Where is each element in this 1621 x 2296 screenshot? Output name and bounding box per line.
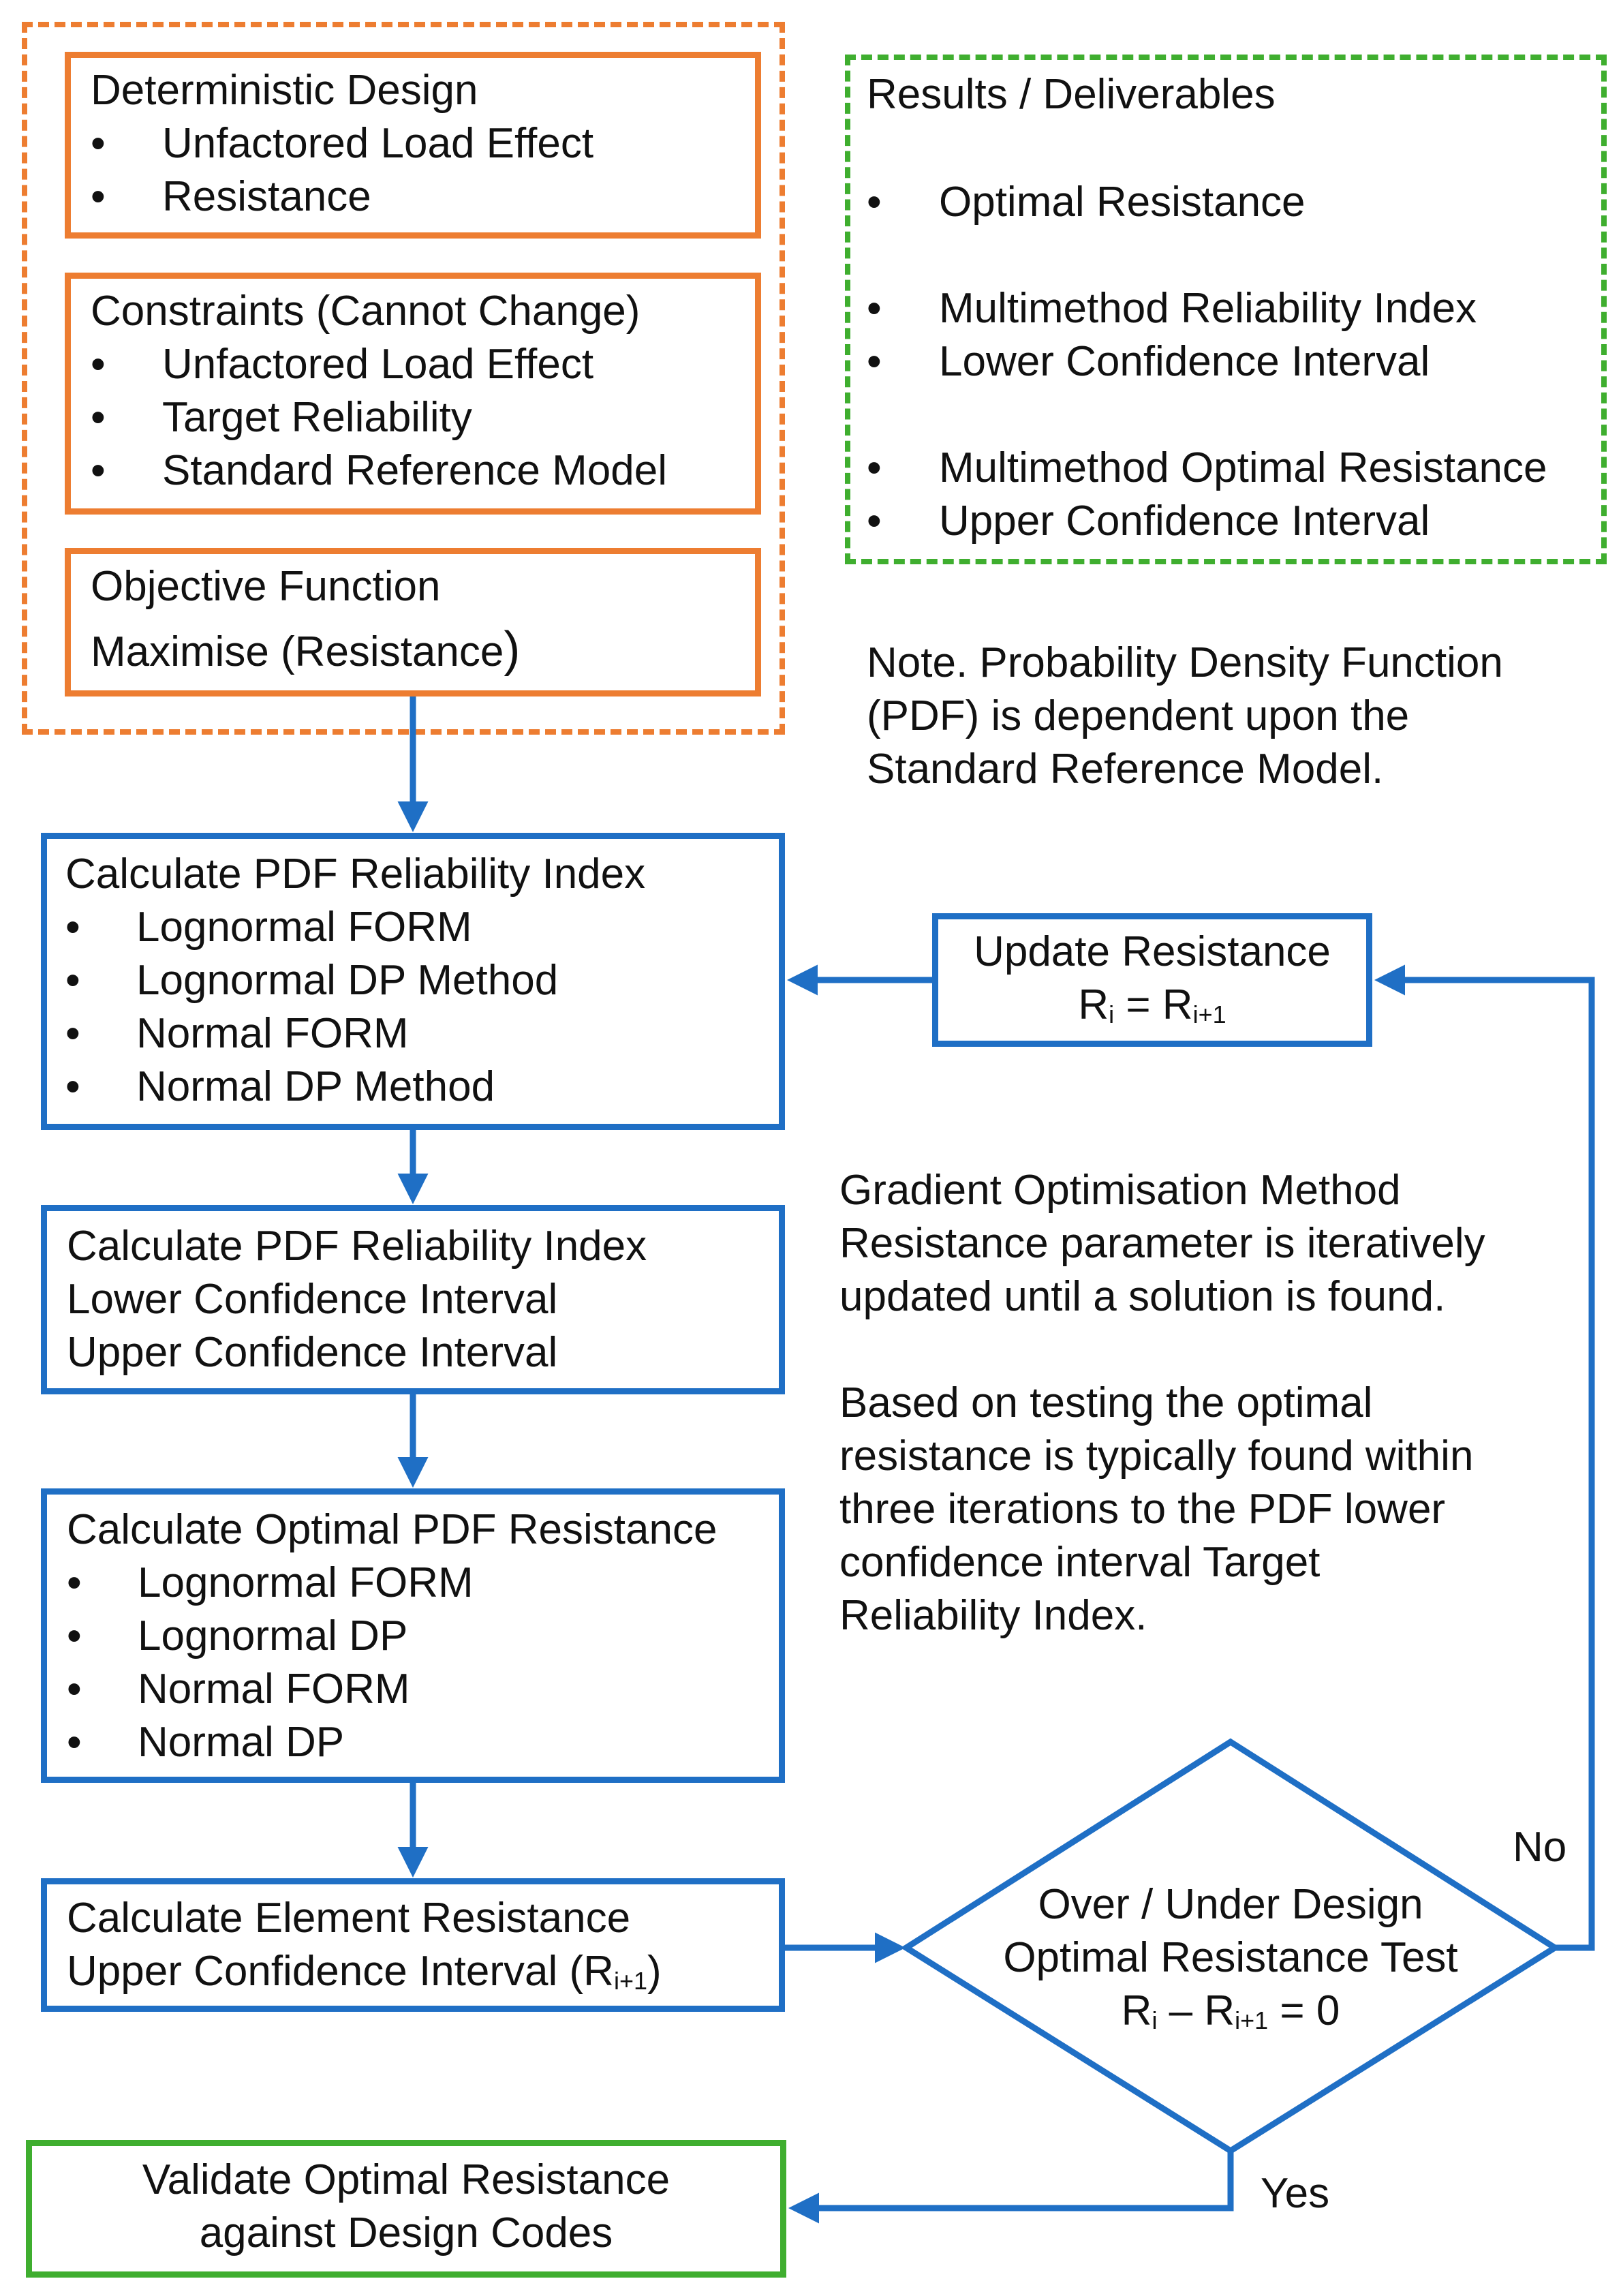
calc-reliability-item: Normal DP Method [136, 1063, 495, 1110]
calc-reliability-box [41, 833, 785, 1130]
calc-confidence-line: Calculate PDF Reliability Index [67, 1223, 647, 1270]
results-item: Lower Confidence Interval [939, 338, 1430, 385]
gradient-line: updated until a solution is found. [839, 1273, 1446, 1320]
calc-optimal-item: Lognormal FORM [138, 1559, 474, 1606]
deterministic-item: Resistance [162, 173, 371, 220]
results-item: Multimethod Reliability Index [939, 285, 1477, 332]
constraints-box [65, 273, 761, 515]
decision-line1: Over / Under Design [1038, 1881, 1423, 1928]
calc-confidence-line: Lower Confidence Interval [67, 1276, 558, 1323]
bullet-icon: • [91, 447, 106, 494]
bullet-icon: • [91, 394, 106, 441]
calc-element-line1: Calculate Element Resistance [67, 1895, 631, 1942]
objective-function-expression: Maximise (Resistance) [91, 622, 521, 677]
gradient-line: resistance is typically found within [839, 1433, 1474, 1480]
bullet-icon: • [67, 1612, 82, 1659]
gradient-line: three iterations to the PDF lower [839, 1486, 1446, 1533]
gradient-line: Gradient Optimisation Method [839, 1167, 1401, 1214]
gradient-line: Reliability Index. [839, 1592, 1147, 1639]
bullet-icon: • [91, 120, 106, 167]
deterministic-design-title: Deterministic Design [91, 67, 478, 114]
bullet-icon: • [867, 338, 882, 385]
validate-box [26, 2140, 786, 2278]
constraints-item: Unfactored Load Effect [162, 341, 594, 388]
objective-function-box [65, 548, 761, 697]
bullet-icon: • [65, 1063, 80, 1110]
bullet-icon: • [867, 285, 882, 332]
bullet-icon: • [867, 498, 882, 545]
calc-element-line2: Upper Confidence Interval (Ri+1) [67, 1948, 662, 1995]
bullet-icon: • [67, 1666, 82, 1713]
update-resistance-title: Update Resistance [974, 928, 1331, 975]
bullet-icon: • [67, 1559, 82, 1606]
note-line: Standard Reference Model. [867, 746, 1384, 793]
objective-function-title: Objective Function [91, 563, 441, 610]
bullet-icon: • [65, 1010, 80, 1057]
constraints-title: Constraints (Cannot Change) [91, 288, 640, 335]
decision-formula: Ri – Ri+1 = 0 [1121, 1987, 1340, 2034]
calc-optimal-title: Calculate Optimal PDF Resistance [67, 1506, 717, 1553]
calc-optimal-item: Normal FORM [138, 1666, 410, 1713]
arrow-yes-to-validate [788, 2151, 1234, 2224]
results-title: Results / Deliverables [867, 71, 1276, 118]
results-item: Upper Confidence Interval [939, 498, 1430, 545]
constraints-item: Standard Reference Model [162, 447, 668, 494]
bullet-icon: • [67, 1719, 82, 1766]
validate-line2: against Design Codes [199, 2209, 613, 2256]
no-label: No [1513, 1824, 1567, 1871]
bullet-icon: • [867, 179, 882, 226]
gradient-line: Resistance parameter is iteratively [839, 1220, 1485, 1267]
yes-label: Yes [1261, 2170, 1330, 2217]
inputs-group-border [22, 22, 785, 735]
calc-confidence-box [41, 1205, 785, 1394]
results-group-border [845, 55, 1607, 564]
gradient-line: Based on testing the optimal [839, 1379, 1373, 1426]
bullet-icon: • [91, 173, 106, 220]
calc-optimal-item: Normal DP [138, 1719, 345, 1766]
calc-reliability-item: Lognormal DP Method [136, 957, 559, 1004]
calc-reliability-title: Calculate PDF Reliability Index [65, 851, 646, 898]
calc-confidence-line: Upper Confidence Interval [67, 1329, 558, 1376]
deterministic-item: Unfactored Load Effect [162, 120, 594, 167]
bullet-icon: • [91, 341, 106, 388]
note-line: (PDF) is dependent upon the [867, 692, 1410, 739]
update-resistance-formula: Ri = Ri+1 [1078, 981, 1226, 1028]
bullet-icon: • [65, 957, 80, 1004]
note-line: Note. Probability Density Function [867, 639, 1503, 686]
calc-optimal-item: Lognormal DP [138, 1612, 408, 1659]
results-item: Optimal Resistance [939, 179, 1306, 226]
deterministic-design-box [65, 52, 761, 239]
calc-reliability-item: Lognormal FORM [136, 904, 472, 951]
calc-optimal-box [41, 1488, 785, 1783]
decision-line2: Optimal Resistance Test [1003, 1934, 1458, 1981]
constraints-item: Target Reliability [162, 394, 472, 441]
calc-reliability-item: Normal FORM [136, 1010, 409, 1057]
calc-element-box [41, 1878, 785, 2012]
bullet-icon: • [867, 444, 882, 491]
validate-line1: Validate Optimal Resistance [142, 2156, 670, 2203]
arrow-no-to-update [1374, 964, 1595, 1951]
update-resistance-box [932, 913, 1372, 1047]
gradient-line: confidence interval Target [839, 1539, 1321, 1586]
bullet-icon: • [65, 904, 80, 951]
results-item: Multimethod Optimal Resistance [939, 444, 1547, 491]
